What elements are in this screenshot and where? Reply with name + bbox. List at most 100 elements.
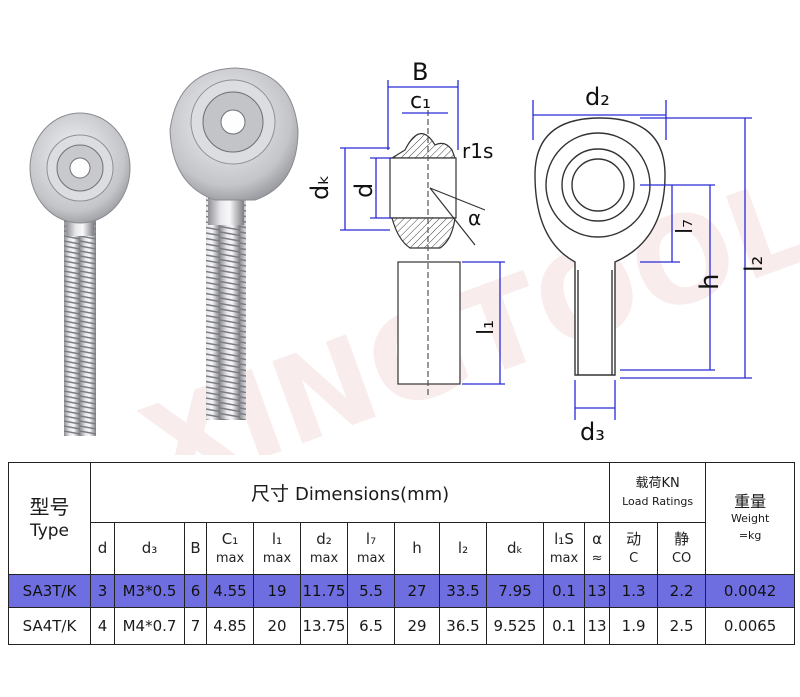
col-d-top: d bbox=[97, 539, 108, 557]
col-static: 静 CO bbox=[657, 522, 707, 575]
cell-d2: 11.75 bbox=[300, 574, 348, 608]
col-d3-top: d₃ bbox=[141, 539, 158, 557]
col-c1: C₁ max bbox=[206, 522, 254, 575]
header-dimensions-cn: 尺寸 bbox=[250, 483, 289, 505]
dim-label-d: d bbox=[350, 183, 378, 198]
header-weight-cn: 重量 bbox=[734, 492, 767, 511]
dim-label-dk: dₖ bbox=[306, 175, 334, 200]
cell-weight: 0.0042 bbox=[705, 574, 796, 608]
rod-end-small-photo bbox=[29, 112, 131, 436]
cell-d: 3 bbox=[90, 574, 115, 608]
cell-b: 7 bbox=[184, 607, 207, 645]
col-d2-bottom: max bbox=[309, 550, 339, 566]
col-d2-top: d₂ bbox=[316, 529, 332, 548]
col-l1s: l₁S max bbox=[543, 522, 585, 575]
col-d3: d₃ bbox=[114, 522, 185, 575]
col-b-top: B bbox=[190, 539, 201, 557]
cell-d3: M4*0.7 bbox=[114, 607, 185, 645]
cell-alpha: 13 bbox=[583, 574, 611, 608]
dim-label-c1: c₁ bbox=[410, 89, 431, 114]
col-d2: d₂ max bbox=[300, 522, 348, 575]
col-b: B bbox=[184, 522, 207, 575]
col-dk-top: dₖ bbox=[507, 539, 523, 557]
cell-l1s: 0.1 bbox=[543, 607, 585, 645]
dim-label-d2: d₂ bbox=[585, 83, 610, 111]
col-alpha-top: α bbox=[592, 529, 602, 548]
product-drawing: XINGTOOL bbox=[29, 58, 800, 455]
dim-label-r1s: r1s bbox=[462, 139, 493, 163]
col-h-top: h bbox=[412, 539, 422, 557]
col-l1-bottom: max bbox=[262, 550, 292, 566]
dim-label-alpha: α bbox=[468, 206, 481, 230]
col-l7: l₇ max bbox=[347, 522, 395, 575]
col-dynamic-top: 动 bbox=[626, 529, 642, 548]
spec-table: 型号 Type 尺寸 Dimensions(mm) 载荷KN Load Rati… bbox=[8, 462, 796, 645]
col-l7-top: l₇ bbox=[365, 529, 377, 548]
cell-b: 6 bbox=[184, 574, 207, 608]
header-weight-en: Weight bbox=[730, 512, 770, 525]
cell-dynamic: 1.9 bbox=[609, 607, 659, 645]
cell-l7: 5.5 bbox=[347, 574, 395, 608]
cell-l1: 20 bbox=[253, 607, 301, 645]
col-alpha: α≈ bbox=[583, 522, 611, 575]
cell-type: SA4T/K bbox=[8, 607, 91, 645]
col-l1-top: l₁ bbox=[271, 529, 283, 548]
col-static-top: 静 bbox=[674, 529, 690, 548]
col-l1: l₁ max bbox=[253, 522, 301, 575]
col-alpha-bottom: ≈ bbox=[591, 550, 603, 566]
col-c1-bottom: max bbox=[215, 550, 245, 566]
cell-d: 4 bbox=[90, 607, 115, 645]
cell-alpha: 13 bbox=[583, 607, 611, 645]
front-view-drawing bbox=[534, 117, 666, 376]
col-l2-top: l₂ bbox=[457, 539, 469, 557]
rod-end-large-photo bbox=[169, 67, 299, 420]
cell-dk: 7.95 bbox=[486, 574, 544, 608]
header-dimensions-en: Dimensions(mm) bbox=[295, 484, 450, 505]
header-type: 型号 Type bbox=[8, 462, 91, 575]
cell-l1s: 0.1 bbox=[543, 574, 585, 608]
header-type-en: Type bbox=[29, 520, 70, 541]
cell-d2: 13.75 bbox=[300, 607, 348, 645]
dim-label-b: B bbox=[412, 58, 428, 86]
cell-weight: 0.0065 bbox=[705, 607, 796, 645]
col-dk: dₖ bbox=[486, 522, 544, 575]
col-static-bottom: CO bbox=[671, 550, 692, 566]
header-weight: 重量 Weight =kg bbox=[705, 462, 796, 575]
col-l1s-bottom: max bbox=[549, 550, 579, 566]
col-l1s-top: l₁S bbox=[554, 529, 574, 548]
cell-h: 27 bbox=[394, 574, 440, 608]
table-row: SA3T/K 3 M3*0.5 6 4.55 19 11.75 5.5 27 3… bbox=[8, 574, 796, 608]
header-load: 载荷KN Load Ratings bbox=[609, 462, 707, 523]
dim-label-d3: d₃ bbox=[580, 418, 605, 446]
cell-d3: M3*0.5 bbox=[114, 574, 185, 608]
dim-label-l1: l₁ bbox=[474, 320, 499, 335]
header-weight-unit: =kg bbox=[738, 529, 762, 542]
cell-l2: 33.5 bbox=[439, 574, 487, 608]
cell-static: 2.5 bbox=[657, 607, 707, 645]
header-dimensions: 尺寸 Dimensions(mm) bbox=[89, 462, 611, 523]
header-load-cn: 载荷KN bbox=[635, 475, 680, 491]
col-dynamic-bottom: C bbox=[629, 550, 639, 566]
dim-label-h: h bbox=[695, 274, 725, 290]
dim-label-l2: l₂ bbox=[740, 256, 768, 272]
cell-c1: 4.85 bbox=[206, 607, 254, 645]
col-l7-bottom: max bbox=[356, 550, 386, 566]
table-row: SA4T/K 4 M4*0.7 7 4.85 20 13.75 6.5 29 3… bbox=[8, 607, 796, 645]
cell-static: 2.2 bbox=[657, 574, 707, 608]
dim-label-l7: l₇ bbox=[673, 219, 698, 234]
header-load-en: Load Ratings bbox=[622, 494, 694, 508]
col-h: h bbox=[394, 522, 440, 575]
cell-l2: 36.5 bbox=[439, 607, 487, 645]
cell-l1: 19 bbox=[253, 574, 301, 608]
header-type-cn: 型号 bbox=[29, 494, 70, 519]
cell-l7: 6.5 bbox=[347, 607, 395, 645]
dimension-lines bbox=[340, 80, 752, 420]
cell-c1: 4.55 bbox=[206, 574, 254, 608]
col-c1-top: C₁ bbox=[221, 529, 239, 548]
cell-h: 29 bbox=[394, 607, 440, 645]
cell-dynamic: 1.3 bbox=[609, 574, 659, 608]
col-d: d bbox=[90, 522, 115, 575]
section-drawing bbox=[389, 110, 486, 395]
col-l2: l₂ bbox=[439, 522, 487, 575]
